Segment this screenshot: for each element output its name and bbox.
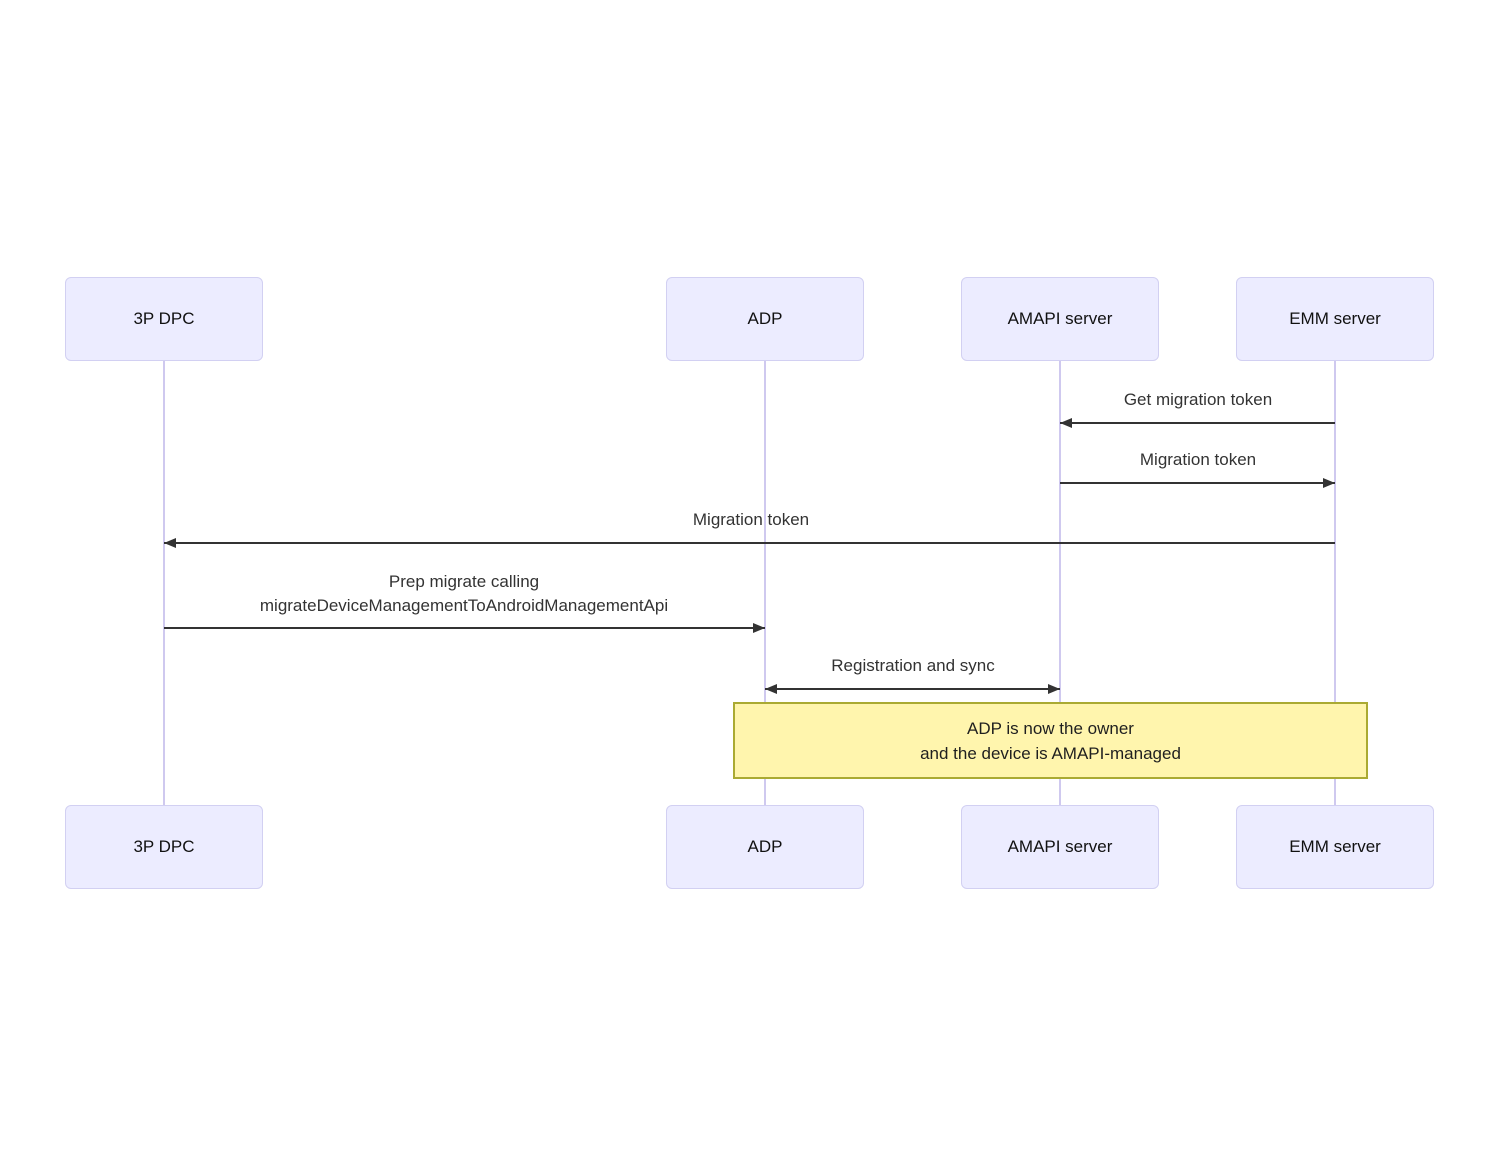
message-label-get-migration-token: Get migration token	[1123, 390, 1273, 409]
arrow-migration-token-to-dpc	[164, 538, 1335, 548]
lifeline-amapi-server	[1059, 361, 1061, 806]
arrow-migration-token-to-emm	[1060, 478, 1335, 488]
lifeline-3p-dpc	[163, 361, 165, 806]
actor-label: AMAPI server	[1007, 837, 1113, 856]
arrow-get-migration-token	[1060, 418, 1335, 428]
message-label-registration-and-sync: Registration and sync	[831, 656, 995, 675]
arrowhead-right-icon	[753, 623, 765, 633]
arrowhead-left-icon	[1060, 418, 1072, 428]
arrow-registration-and-sync	[765, 684, 1060, 694]
actor-label: EMM server	[1289, 309, 1381, 328]
actor-label: ADP	[747, 309, 783, 328]
actor-bottom-adp: ADP	[666, 805, 864, 889]
lifeline-adp	[764, 361, 766, 806]
actor-label: 3P DPC	[133, 309, 195, 328]
message-label-line-2: migrateDeviceManagementToAndroidManageme…	[259, 596, 669, 615]
message-label-migration-token-to-dpc: Migration token	[692, 510, 810, 529]
arrowhead-right-icon	[1323, 478, 1335, 488]
actor-top-emm-server: EMM server	[1236, 277, 1434, 361]
actor-label: ADP	[747, 837, 783, 856]
actor-bottom-amapi-server: AMAPI server	[961, 805, 1159, 889]
note-line-1: ADP is now the owner	[967, 718, 1134, 738]
actor-bottom-emm-server: EMM server	[1236, 805, 1434, 889]
actor-label: AMAPI server	[1007, 309, 1113, 328]
message-label-line-1: Prep migrate calling	[388, 572, 540, 591]
arrow-prep-migrate	[164, 623, 765, 633]
actor-top-amapi-server: AMAPI server	[961, 277, 1159, 361]
actor-label: EMM server	[1289, 837, 1381, 856]
message-label-migration-token-to-emm: Migration token	[1139, 450, 1257, 469]
arrowhead-left-icon	[765, 684, 777, 694]
actor-top-3p-dpc: 3P DPC	[65, 277, 263, 361]
lifeline-emm-server	[1334, 361, 1336, 806]
actor-bottom-3p-dpc: 3P DPC	[65, 805, 263, 889]
arrowhead-right-icon	[1048, 684, 1060, 694]
arrowhead-left-icon	[164, 538, 176, 548]
actor-top-adp: ADP	[666, 277, 864, 361]
note-line-2: and the device is AMAPI-managed	[920, 743, 1181, 763]
note-adp-is-owner: ADP is now the owner and the device is A…	[733, 702, 1368, 779]
actor-label: 3P DPC	[133, 837, 195, 856]
message-label-prep-migrate: Prep migrate calling migrateDeviceManage…	[260, 570, 668, 618]
